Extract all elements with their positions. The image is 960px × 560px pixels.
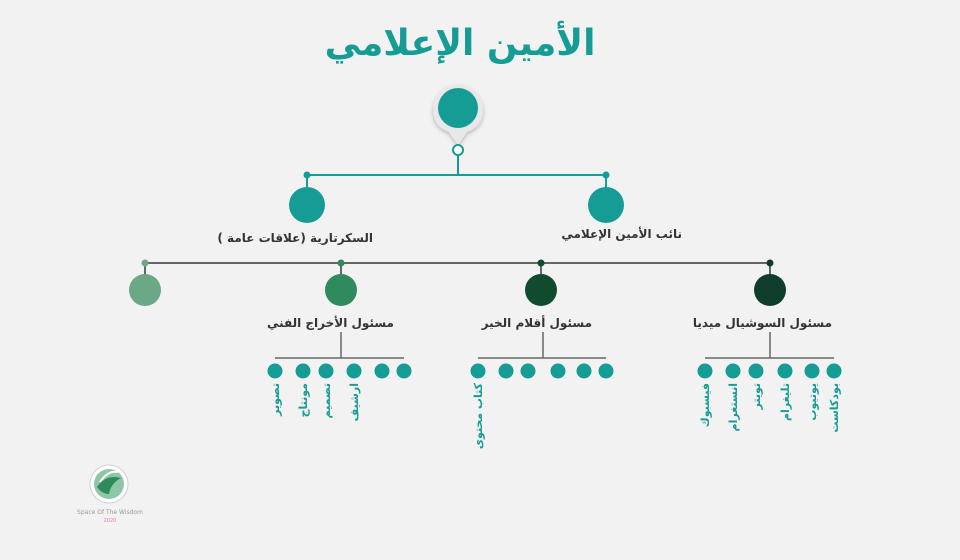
social-item-facebook: فيسبوك — [699, 383, 712, 427]
connectors-level4 — [275, 332, 834, 359]
art-item-montage: مونتاج — [297, 383, 311, 417]
art-item-design: تصميم — [320, 383, 333, 418]
social-item-telegram: تليغرام — [779, 383, 792, 421]
social-item-twitter: تويتر — [750, 383, 763, 411]
joint-dot — [602, 171, 610, 179]
pens-children — [470, 363, 614, 379]
deputy-label: نائب الأمين الإعلامي — [561, 226, 682, 241]
social-item-podcast: بودكاست — [828, 383, 841, 433]
pens-item-content-writers: كتاب محتوى — [472, 382, 485, 449]
social-item-instagram: انستغرام — [727, 383, 740, 431]
joint-dot — [303, 171, 311, 179]
art-children — [267, 363, 412, 379]
node-art-direction — [325, 274, 357, 306]
art-item-photography: تصوير — [269, 383, 282, 417]
connectors-level3 — [144, 262, 771, 275]
joint-dot — [766, 259, 774, 267]
social-media-label: مسئول السوشيال ميديا — [693, 316, 832, 331]
chart-title: الأمين الإعلامي — [325, 20, 596, 64]
connectors-level2 — [306, 155, 607, 190]
node-pens — [525, 274, 557, 306]
art-item-archive: ارشيف — [348, 383, 361, 422]
logo-caption: Space Of The Wisdom — [77, 509, 143, 516]
joint-dot — [337, 259, 345, 267]
art-direction-label: مسئول الأخراج الفني — [267, 315, 394, 331]
social-item-youtube: يوتيوب — [806, 383, 819, 421]
pens-label: مسئول أقلام الخير — [481, 315, 592, 331]
joint-dot — [537, 259, 545, 267]
node-level3-empty — [129, 274, 161, 306]
top-node — [433, 85, 483, 156]
node-deputy — [588, 187, 624, 223]
node-social-media — [754, 274, 786, 306]
joint-dot — [141, 259, 149, 267]
node-secretariat — [289, 187, 325, 223]
secretariat-label: السكرتارية (علاقات عامة ) — [217, 231, 373, 245]
logo-sub: 2020 — [104, 518, 117, 524]
social-children — [697, 363, 842, 379]
logo — [89, 464, 129, 504]
